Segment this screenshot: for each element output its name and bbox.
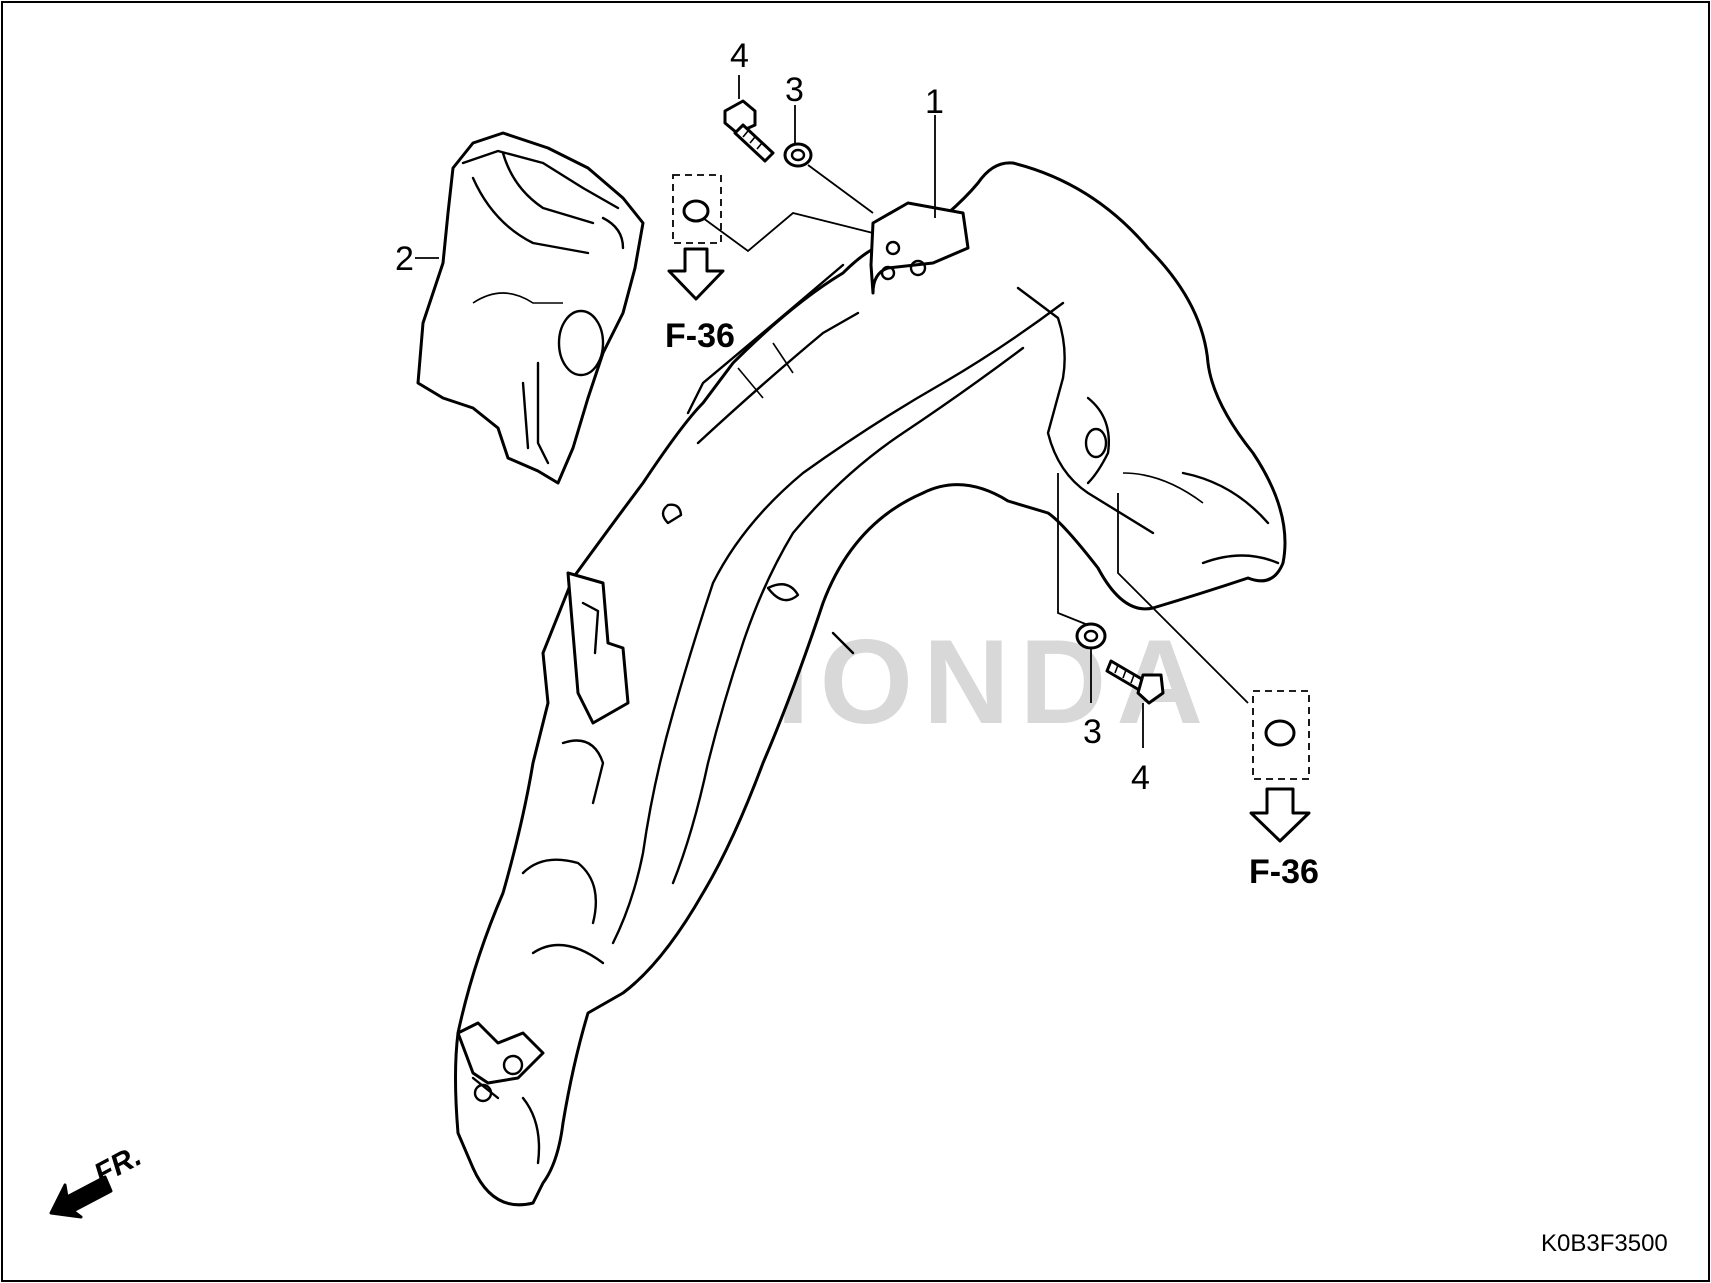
callout-part-4-bottom: 4 — [1131, 759, 1150, 797]
reference-grommet-right — [1264, 719, 1296, 747]
bolt-bottom-part[interactable] — [1105, 659, 1165, 705]
diagram-code: K0B3F3500 — [1541, 1230, 1668, 1257]
callout-part-3-top: 3 — [785, 71, 804, 109]
reference-grommet-top — [682, 199, 710, 223]
collar-top-part[interactable] — [783, 142, 813, 168]
callout-part-4-top: 4 — [730, 37, 749, 75]
leader-lines — [415, 75, 1249, 748]
reference-label-left[interactable]: F-36 — [665, 317, 735, 355]
front-direction-indicator: FR. — [49, 1139, 147, 1219]
callout-part-3-bottom: 3 — [1083, 713, 1102, 751]
callout-part-2: 2 — [395, 240, 414, 278]
rear-fender-upper-cover-part[interactable] — [416, 131, 645, 485]
reference-box-top — [672, 174, 722, 244]
rear-fender-part[interactable] — [454, 161, 1287, 1207]
reference-label-right[interactable]: F-36 — [1249, 853, 1319, 891]
bolt-top-part[interactable] — [723, 99, 775, 163]
reference-arrow-right[interactable]: F-36 — [1249, 787, 1319, 891]
reference-box-right — [1252, 690, 1310, 780]
exploded-parts-diagram: HONDA — [49, 37, 1668, 1257]
collar-bottom-part[interactable] — [1075, 622, 1107, 650]
reference-arrow-left[interactable]: F-36 — [665, 247, 735, 355]
callout-part-1: 1 — [925, 83, 944, 121]
